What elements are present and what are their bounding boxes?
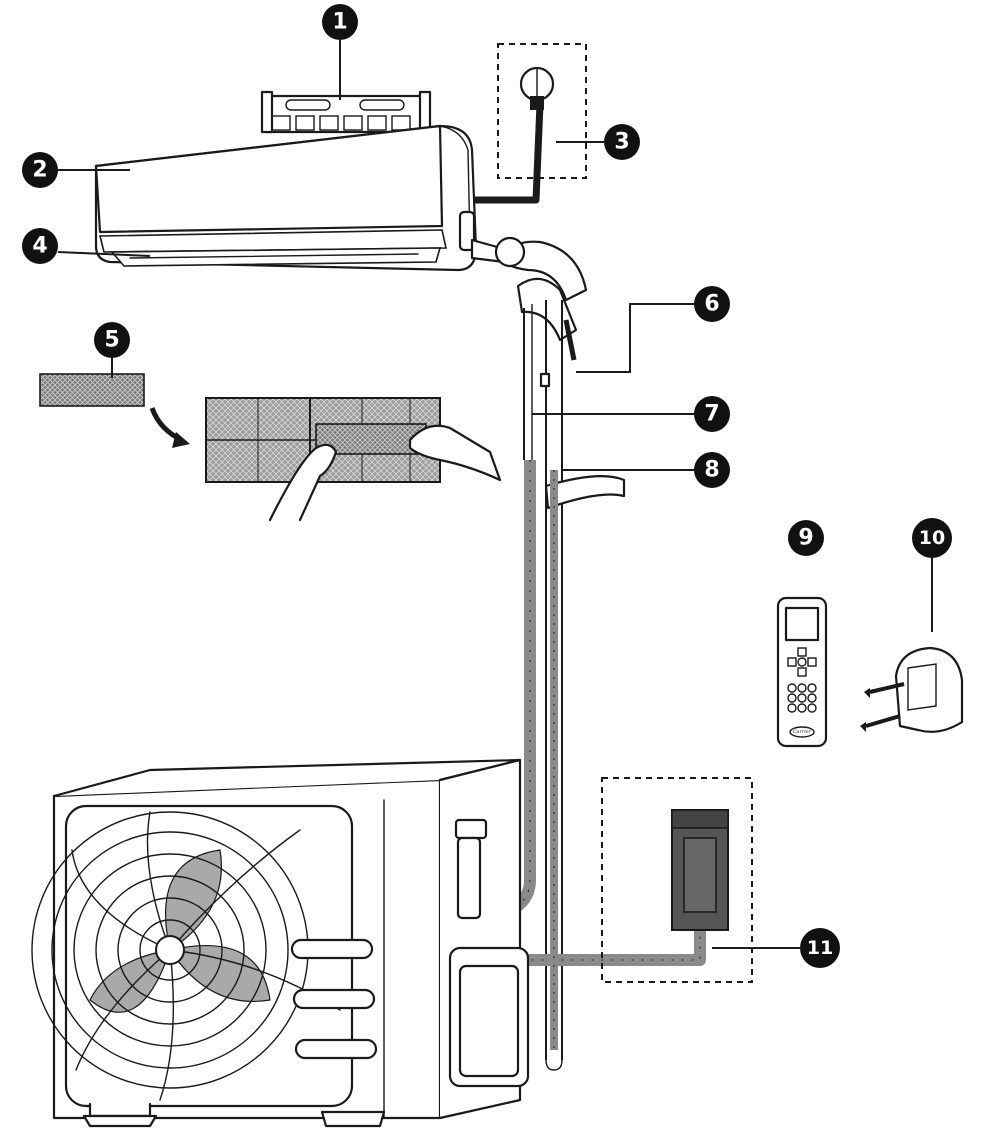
callout-7-number: 7 xyxy=(704,402,719,427)
power-plug xyxy=(474,43,587,204)
callout-9-number: 9 xyxy=(798,526,813,551)
pipe-bundle xyxy=(470,236,626,1071)
indoor-unit xyxy=(94,124,478,272)
callout-8-number: 8 xyxy=(704,458,719,483)
callout-4-number: 4 xyxy=(32,234,47,259)
air-outlet-louver xyxy=(110,247,442,267)
outdoor-unit xyxy=(31,758,522,1128)
callout-8: 8 xyxy=(694,452,730,488)
callout-6-number: 6 xyxy=(704,292,719,317)
callout-1-number: 1 xyxy=(332,10,347,35)
remote-holder xyxy=(860,646,964,733)
air-filter xyxy=(39,373,190,448)
callout-6: 6 xyxy=(694,286,730,322)
fan-grille-spokes xyxy=(71,811,341,1101)
power-switch-box xyxy=(601,777,753,983)
callout-2-number: 2 xyxy=(32,158,47,183)
service-valve-cover xyxy=(448,818,530,1088)
switch-dashed-box xyxy=(601,777,753,983)
fan-blades xyxy=(89,849,271,1013)
mounting-plate xyxy=(260,90,432,134)
callout-10: 10 xyxy=(912,518,952,558)
callout-4: 4 xyxy=(22,228,58,264)
remote-brand-label: Carrier xyxy=(793,729,812,735)
callout-2: 2 xyxy=(22,152,58,188)
plug-dashed-box xyxy=(497,43,587,179)
leader-lines xyxy=(57,40,933,949)
remote-controller: Carrier xyxy=(776,596,828,748)
callout-11: 11 xyxy=(800,928,840,968)
callout-3-number: 3 xyxy=(614,130,629,155)
callout-9: 9 xyxy=(788,520,824,556)
callout-10-number: 10 xyxy=(919,527,945,549)
hands xyxy=(268,424,502,522)
callout-1: 1 xyxy=(322,4,358,40)
remote-display xyxy=(784,606,820,642)
callout-11-number: 11 xyxy=(807,937,833,959)
callout-5: 5 xyxy=(94,322,130,358)
callout-5-number: 5 xyxy=(104,328,119,353)
callout-7: 7 xyxy=(694,396,730,432)
callout-3: 3 xyxy=(604,124,640,160)
